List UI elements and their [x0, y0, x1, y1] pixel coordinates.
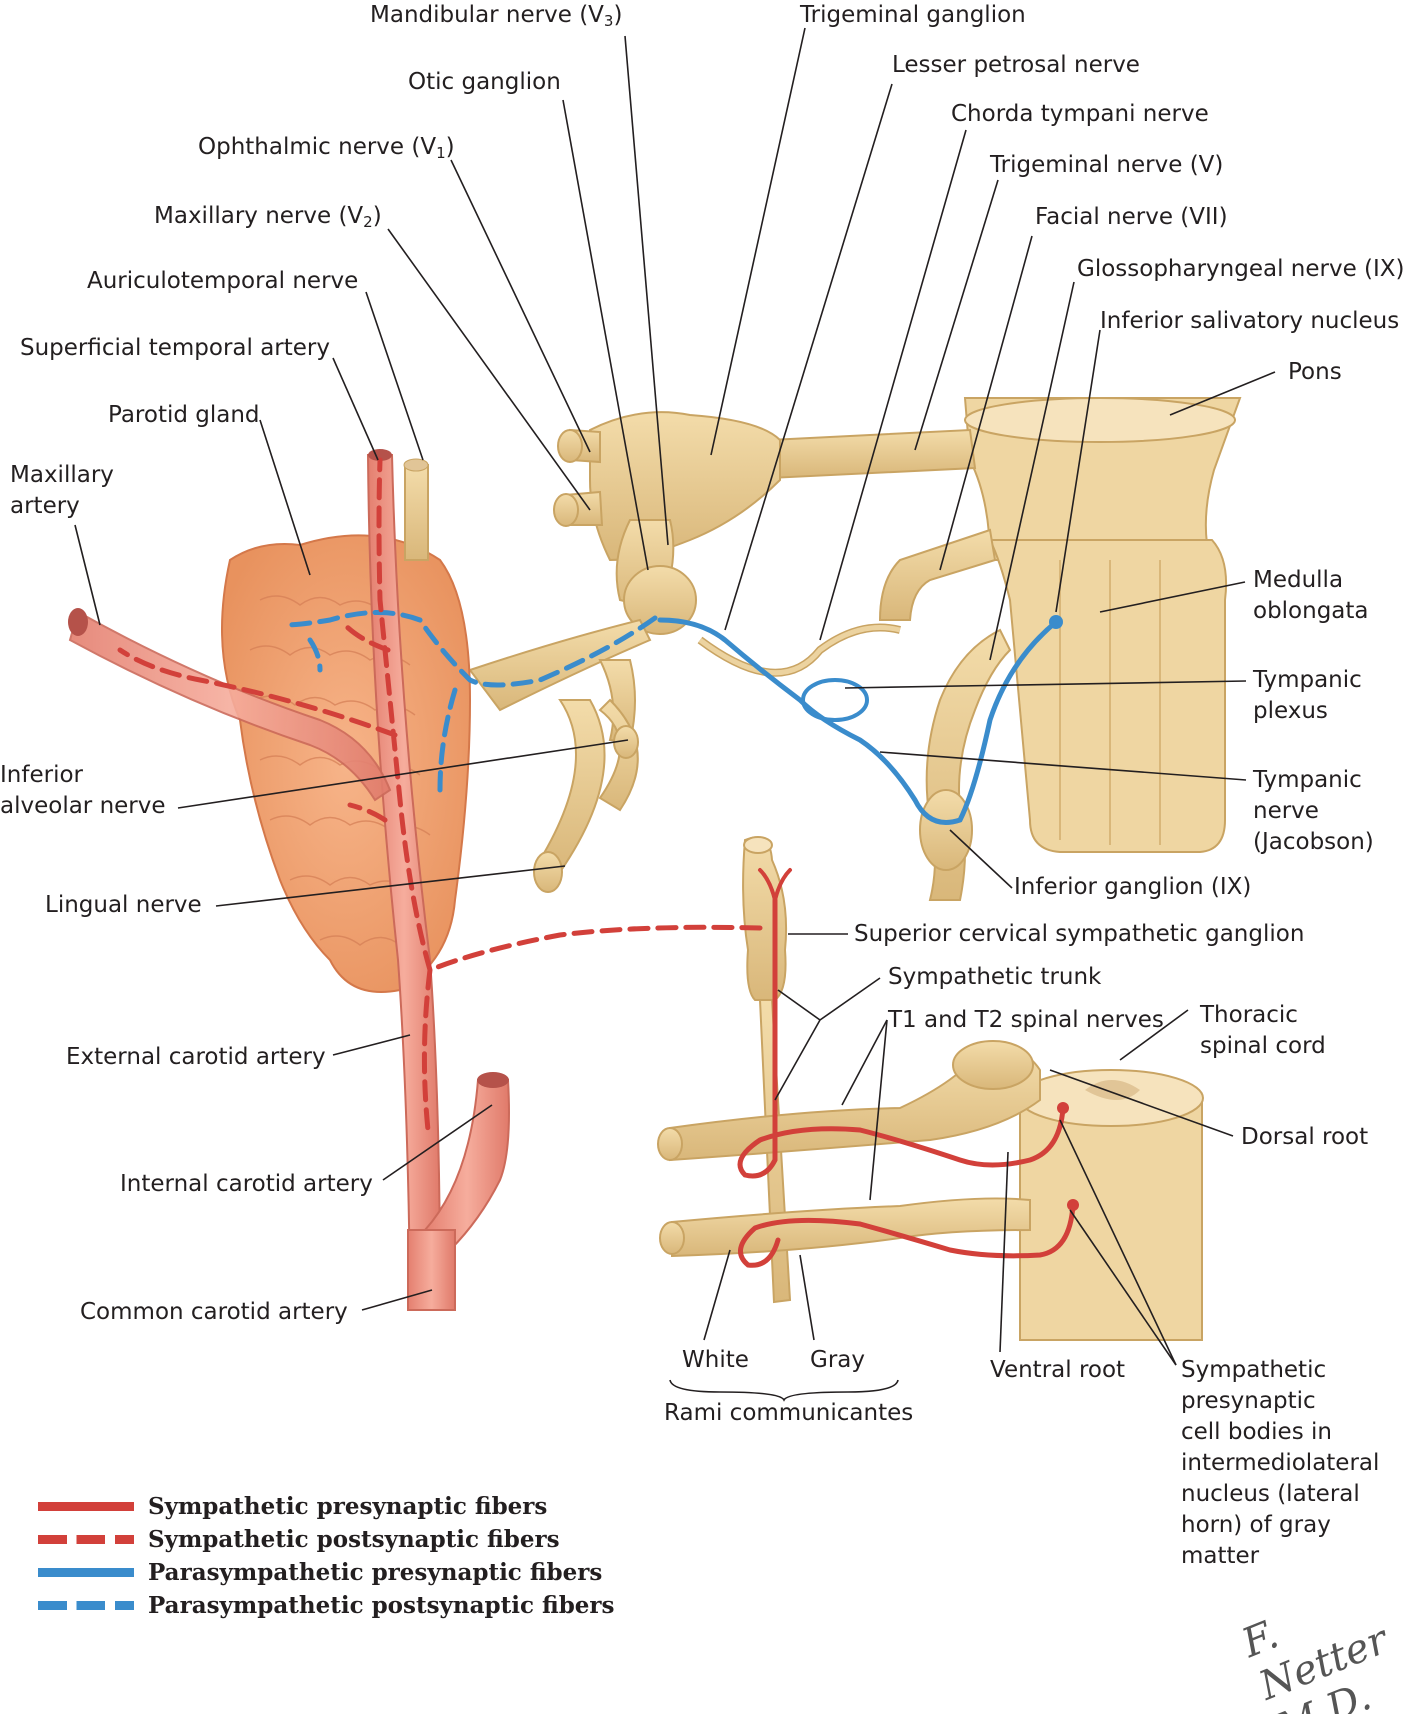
parasympathetic-presynaptic-path: [657, 617, 1059, 825]
parasympathetic-fibers: [282, 610, 1063, 825]
internal-carotid-shape: [423, 1079, 510, 1252]
label-internal-carotid-artery: Internal carotid artery: [120, 1171, 373, 1197]
superior-cervical-ganglion-shape: [742, 836, 788, 1001]
legend-item: Parasympathetic postsynaptic fibers: [38, 1589, 638, 1622]
legend-label: Parasympathetic presynaptic fibers: [148, 1559, 603, 1586]
label-auriculotemporal-nerve: Auriculotemporal nerve: [87, 268, 359, 294]
leader-lines: [74, 27, 1276, 1402]
label-maxillary-nerve: Maxillary nerve (V2): [154, 203, 382, 231]
label-trigeminal-ganglion: Trigeminal ganglion: [800, 2, 1026, 28]
medulla-oblongata: [988, 539, 1228, 853]
label-glossopharyngeal-nerve: Glossopharyngeal nerve (IX): [1077, 256, 1405, 282]
trigeminal-ganglion-body: [589, 411, 781, 562]
common-carotid-shape: [407, 1229, 456, 1311]
label-sympathetic-trunk: Sympathetic trunk: [888, 964, 1102, 990]
label-pons: Pons: [1288, 359, 1342, 385]
label-superficial-temporal-artery: Superficial temporal artery: [20, 335, 330, 361]
label-facial-nerve: Facial nerve (VII): [1035, 204, 1228, 230]
parasympathetic-postsynaptic-path: [282, 610, 658, 793]
legend-swatch-parasympathetic-presynaptic: [38, 1568, 134, 1577]
legend-swatch-sympathetic-presynaptic: [38, 1502, 134, 1511]
sympathetic-chain: [657, 836, 1041, 1304]
label-gray-ramus: Gray: [810, 1347, 865, 1373]
label-external-carotid-artery: External carotid artery: [66, 1044, 326, 1070]
otic-ganglion-shape: [623, 565, 697, 635]
inferior-ganglion-shape: [919, 789, 973, 871]
legend-label: Sympathetic postsynaptic fibers: [148, 1526, 560, 1553]
label-trigeminal-nerve: Trigeminal nerve (V): [990, 152, 1224, 178]
sympathetic-postsynaptic-path: [117, 457, 763, 1133]
legend-label: Sympathetic presynaptic fibers: [148, 1493, 548, 1520]
facial-nerve-shape: [878, 528, 997, 621]
cranial-nerves-ix-vii: [878, 528, 1012, 901]
label-lesser-petrosal-nerve: Lesser petrosal nerve: [892, 52, 1140, 78]
brainstem: [963, 397, 1242, 853]
legend-label: Parasympathetic postsynaptic fibers: [148, 1592, 615, 1619]
legend-item: Sympathetic presynaptic fibers: [38, 1490, 638, 1523]
label-parotid-gland: Parotid gland: [108, 402, 260, 428]
label-ventral-root: Ventral root: [990, 1357, 1126, 1383]
superficial-temporal-vessel: [404, 464, 429, 561]
legend-swatch-sympathetic-postsynaptic: [38, 1535, 134, 1544]
label-superior-cervical-ganglion: Superior cervical sympathetic ganglion: [854, 921, 1305, 947]
sympathetic-fibers: [117, 457, 1079, 1268]
label-dorsal-root: Dorsal root: [1241, 1124, 1369, 1150]
label-t1-t2-spinal-nerves: T1 and T2 spinal nerves: [888, 1007, 1164, 1033]
label-presynaptic-cell-bodies: Sympathetic presynaptic cell bodies in i…: [1181, 1357, 1380, 1569]
label-rami-communicantes: Rami communicantes: [664, 1400, 914, 1426]
dorsal-root-ganglion: [952, 1040, 1034, 1090]
legend-item: Sympathetic postsynaptic fibers: [38, 1523, 638, 1556]
label-ophthalmic-nerve: Ophthalmic nerve (V1): [198, 134, 455, 162]
spinal-nerve-t2: [671, 1197, 1031, 1258]
trigeminal-complex: [553, 411, 977, 635]
label-otic-ganglion: Otic ganglion: [408, 69, 561, 95]
label-lingual-nerve: Lingual nerve: [45, 892, 202, 918]
fiber-legend: Sympathetic presynaptic fibers Sympathet…: [38, 1490, 638, 1622]
label-common-carotid-artery: Common carotid artery: [80, 1299, 348, 1325]
legend-swatch-parasympathetic-postsynaptic: [38, 1601, 134, 1610]
label-inferior-ganglion: Inferior ganglion (IX): [1014, 874, 1252, 900]
legend-item: Parasympathetic presynaptic fibers: [38, 1556, 638, 1589]
label-chorda-tympani-nerve: Chorda tympani nerve: [951, 101, 1209, 127]
label-white-ramus: White: [682, 1347, 749, 1373]
thoracic-spinal-cord: [1018, 1069, 1204, 1341]
label-inferior-salivatory-nucleus: Inferior salivatory nucleus: [1100, 308, 1400, 334]
mandibular-branches: [468, 618, 652, 893]
label-mandibular-nerve: Mandibular nerve (V3): [370, 2, 623, 30]
sympathetic-presynaptic-path: [737, 897, 1076, 1268]
